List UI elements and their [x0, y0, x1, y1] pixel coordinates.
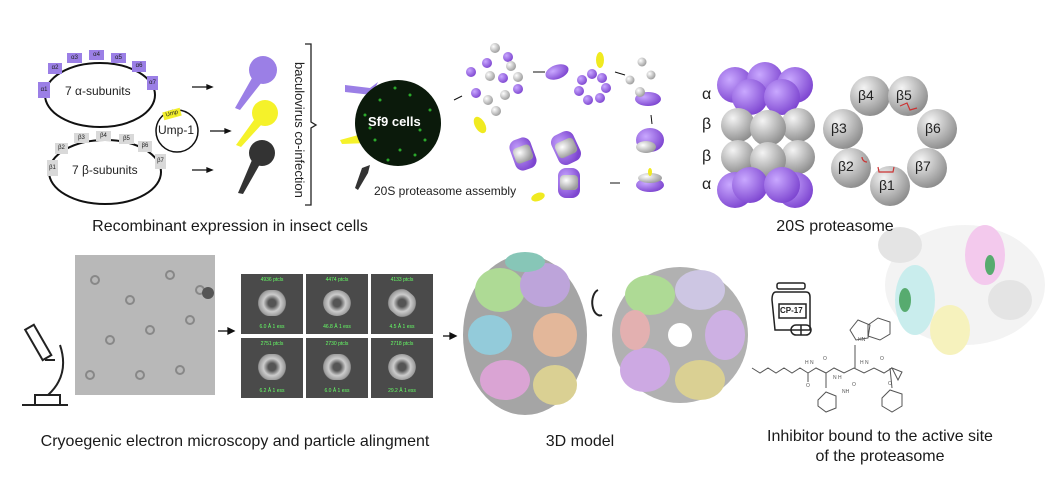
- cryo-em-caption: Cryoegenic electron microscopy and parti…: [40, 433, 430, 450]
- microscope-icon: [22, 323, 68, 406]
- class-average: 4474 ptcls 46.8 Å 1 ess: [306, 274, 368, 334]
- particle-count: 2730 ptcls: [325, 341, 349, 347]
- beta-subunit: β7: [155, 154, 166, 169]
- beta-subunit: β6: [138, 141, 152, 152]
- resolution: 46.8 Å 1 ess: [323, 324, 351, 330]
- ring-label: α: [702, 86, 712, 103]
- drug-label: CP-17: [780, 306, 803, 315]
- particle-count: 4133 ptcls: [390, 277, 414, 283]
- atom-label: O: [888, 381, 892, 387]
- particle-count: 2751 ptcls: [260, 341, 284, 347]
- proteasome-side-view: [717, 62, 815, 208]
- virus-beta-icon: [238, 140, 275, 194]
- alpha-subunit: α3: [67, 53, 82, 63]
- beta-ring: [823, 76, 957, 206]
- beta-ring-label: β1: [879, 177, 895, 193]
- atom-label: O: [880, 356, 884, 362]
- beta-subunit: β4: [96, 131, 111, 141]
- resolution: 29.2 Å 1 ess: [388, 388, 416, 394]
- inhibitor-caption-line1: Inhibitor bound to the active site: [767, 428, 993, 445]
- beta-subunit: β1: [47, 160, 58, 176]
- sf9-cells-label: Sf9 cells: [368, 114, 421, 129]
- beta-subunit: β2: [55, 143, 68, 154]
- class-average: 2730 ptcls 6.0 Å 1 ess: [306, 338, 368, 398]
- alpha-subunit: α7: [147, 76, 158, 90]
- particle-count: 4936 ptcls: [260, 277, 284, 283]
- beta-ring-label: β7: [915, 158, 931, 174]
- beta-subunit: β3: [74, 133, 89, 143]
- class-average: 4936 ptcls 6.0 Å 1 ess: [241, 274, 303, 334]
- recombinant-caption: Recombinant expression in insect cells: [92, 218, 368, 235]
- beta-ring-label: β5: [896, 87, 912, 103]
- rotate-arrow-icon: [591, 289, 603, 317]
- atom-label: H N: [805, 360, 814, 366]
- atom-label: NH: [842, 389, 850, 395]
- drug-bottle-icon: [771, 282, 812, 336]
- ring-label: β: [702, 148, 712, 165]
- alpha-subunit: α1: [38, 82, 50, 98]
- arrows: [192, 84, 458, 341]
- alpha-subunit: α6: [132, 61, 146, 72]
- 3d-model-top: [612, 267, 748, 403]
- beta-plasmid-label: 7 β-subunits: [72, 163, 138, 177]
- resolution: 6.0 Å 1 ess: [259, 324, 285, 330]
- inhibitor-structure: [751, 317, 903, 413]
- atom-label: H N: [860, 360, 869, 366]
- virus-alpha-icon: [235, 56, 277, 110]
- beta-ring-label: β2: [838, 158, 854, 174]
- bracket: [305, 43, 318, 206]
- beta-ring-label: β3: [831, 120, 847, 136]
- model-caption: 3D model: [545, 433, 615, 450]
- inhibitor-caption-line2: of the proteasome: [815, 448, 945, 465]
- virus-ump-icon: [236, 100, 278, 147]
- beta-ring-label: β6: [925, 120, 941, 136]
- sf9-cells-image: [355, 80, 441, 166]
- alpha-subunit: α2: [48, 63, 62, 74]
- class-average: 4133 ptcls 4.5 Å 1 ess: [371, 274, 433, 334]
- resolution: 6.0 Å 1 ess: [324, 388, 350, 394]
- atom-label: HN: [858, 337, 866, 343]
- particle-count: 2718 ptcls: [390, 341, 414, 347]
- class-averages-grid: 4936 ptcls 6.0 Å 1 ess 4474 ptcls 46.8 Å 1…: [241, 274, 435, 400]
- ump1-label: Ump-1: [158, 123, 195, 137]
- atom-label: O: [806, 383, 810, 389]
- resolution: 6.2 Å 1 ess: [259, 388, 285, 394]
- atom-label: O: [852, 382, 856, 388]
- atom-label: N H: [833, 375, 842, 381]
- 3d-model-side: [463, 252, 587, 415]
- coinfection-label: baculovirus co-infection: [292, 62, 307, 198]
- alpha-subunit: α4: [89, 50, 104, 60]
- alpha-plasmid-label: 7 α-subunits: [65, 84, 131, 98]
- particle-count: 4474 ptcls: [325, 277, 349, 283]
- beta-ring-label: β4: [858, 87, 874, 103]
- ring-label: α: [702, 176, 712, 193]
- alpha-subunit: α5: [111, 53, 126, 63]
- resolution: 4.5 Å 1 ess: [389, 324, 415, 330]
- inhibitor-bound-protein-image: [878, 225, 1045, 355]
- beta-subunit: β5: [119, 134, 134, 144]
- assembly-label: 20S proteasome assembly: [374, 184, 517, 198]
- atom-label: O: [823, 356, 827, 362]
- assembly-pathway: [453, 43, 664, 202]
- class-average: 2718 ptcls 29.2 Å 1 ess: [371, 338, 433, 398]
- class-average: 2751 ptcls 6.2 Å 1 ess: [241, 338, 303, 398]
- ring-label: β: [702, 116, 712, 133]
- proteasome-caption: 20S proteasome: [776, 218, 894, 235]
